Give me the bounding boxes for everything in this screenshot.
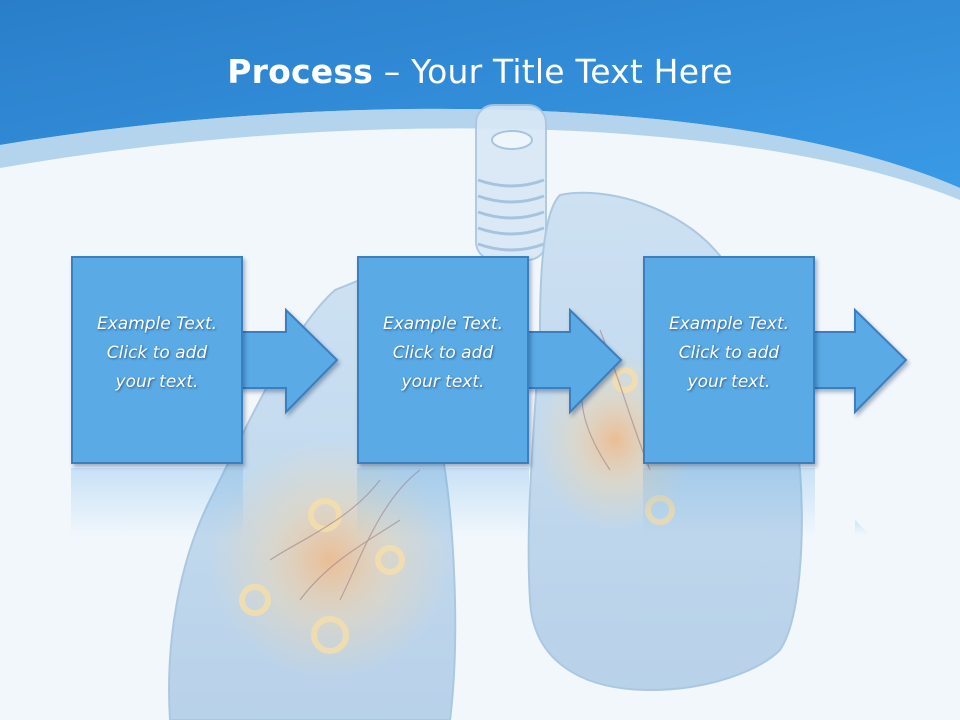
header-band — [0, 0, 960, 188]
process-step-2[interactable]: Example Text. Click to add your text. — [357, 256, 529, 464]
arrow-2 — [525, 307, 623, 415]
step-box — [71, 256, 243, 464]
arrow-3 — [811, 307, 908, 415]
slide-title[interactable]: Process – Your Title Text Here — [0, 52, 960, 91]
step-box — [357, 256, 529, 464]
step-line: Click to add — [678, 343, 780, 363]
process-step-1[interactable]: Example Text. Click to add your text. — [71, 256, 243, 464]
process-step-3[interactable]: Example Text. Click to add your text. — [643, 256, 815, 464]
step-line: Example Text. — [668, 314, 790, 334]
step-text[interactable]: Example Text. Click to add your text. — [357, 310, 529, 397]
step-box — [643, 256, 815, 464]
title-bold: Process — [227, 52, 374, 91]
step-text[interactable]: Example Text. Click to add your text. — [71, 310, 243, 397]
step-reflection — [71, 468, 243, 538]
step-line: Click to add — [106, 343, 208, 363]
title-rest: – Your Title Text Here — [373, 52, 733, 91]
step-text[interactable]: Example Text. Click to add your text. — [643, 310, 815, 397]
step-line: Example Text. — [96, 314, 218, 334]
step-reflection — [357, 468, 529, 538]
step-line: your text. — [687, 372, 771, 392]
header-swoosh — [0, 108, 960, 200]
step-line: your text. — [115, 372, 199, 392]
step-line: your text. — [401, 372, 485, 392]
step-line: Click to add — [392, 343, 494, 363]
step-reflection — [643, 468, 815, 538]
arrow-reflection — [855, 520, 870, 535]
step-line: Example Text. — [382, 314, 504, 334]
arrow-1 — [239, 307, 339, 415]
